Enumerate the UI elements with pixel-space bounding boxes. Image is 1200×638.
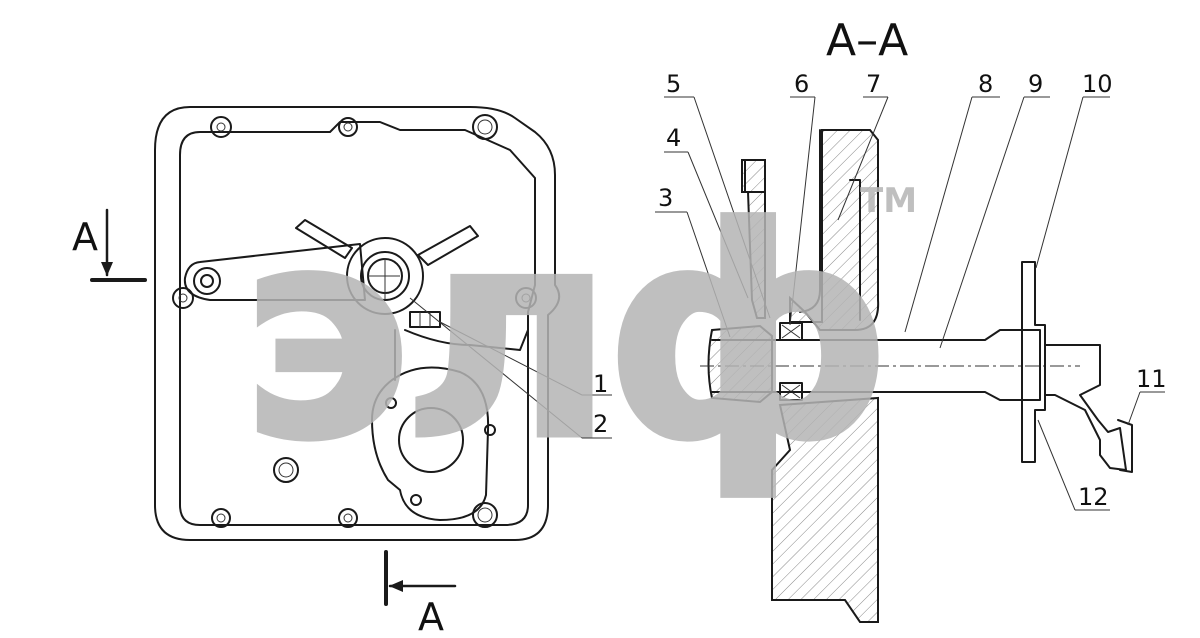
- callout-6: 6: [794, 70, 809, 98]
- callout-10: 10: [1082, 70, 1113, 98]
- front-view: [154, 106, 561, 541]
- bolt-holes: [172, 114, 537, 528]
- leader-lines: [409, 96, 1165, 511]
- section-mark-bottom-label: A: [418, 595, 444, 638]
- section-view: [700, 129, 1133, 623]
- section-title: A–A: [826, 15, 908, 66]
- callout-1: 1: [593, 370, 608, 398]
- end-fitting: [1044, 344, 1127, 471]
- callout-5: 5: [666, 70, 681, 98]
- lever-pin: [193, 267, 221, 295]
- lug-right: [417, 225, 479, 266]
- callout-7: 7: [866, 70, 881, 98]
- cover-inner-outline: [179, 121, 536, 526]
- lug-left: [295, 219, 353, 259]
- link-rib: [394, 329, 529, 381]
- callout-labels: 1 2 3 4 5 6 7 8 9 10 11 12: [593, 70, 1167, 511]
- callout-2: 2: [593, 410, 608, 438]
- housing-lower: [771, 396, 879, 623]
- clamp-bolt: [409, 311, 441, 328]
- watermark: элф TM: [238, 165, 918, 507]
- shaft: [711, 329, 1041, 401]
- flange: [1021, 261, 1046, 463]
- section-mark-bottom: A: [384, 550, 457, 638]
- callout-8: 8: [978, 70, 993, 98]
- section-mark-left: A: [72, 208, 147, 282]
- watermark-text: элф: [240, 167, 882, 504]
- callout-4: 4: [666, 124, 681, 152]
- callout-11: 11: [1136, 365, 1167, 393]
- lever-vertical: [741, 159, 766, 319]
- bracket-bore: [398, 407, 464, 473]
- callout-9: 9: [1028, 70, 1043, 98]
- lever-arm: [183, 243, 366, 301]
- section-mark-left-label: A: [72, 215, 98, 259]
- watermark-trademark: TM: [860, 181, 917, 221]
- callout-12: 12: [1078, 483, 1109, 511]
- callout-3: 3: [658, 184, 673, 212]
- bracket-plate: [371, 366, 490, 521]
- lever-hub: [346, 237, 424, 315]
- hub-section: [707, 324, 773, 404]
